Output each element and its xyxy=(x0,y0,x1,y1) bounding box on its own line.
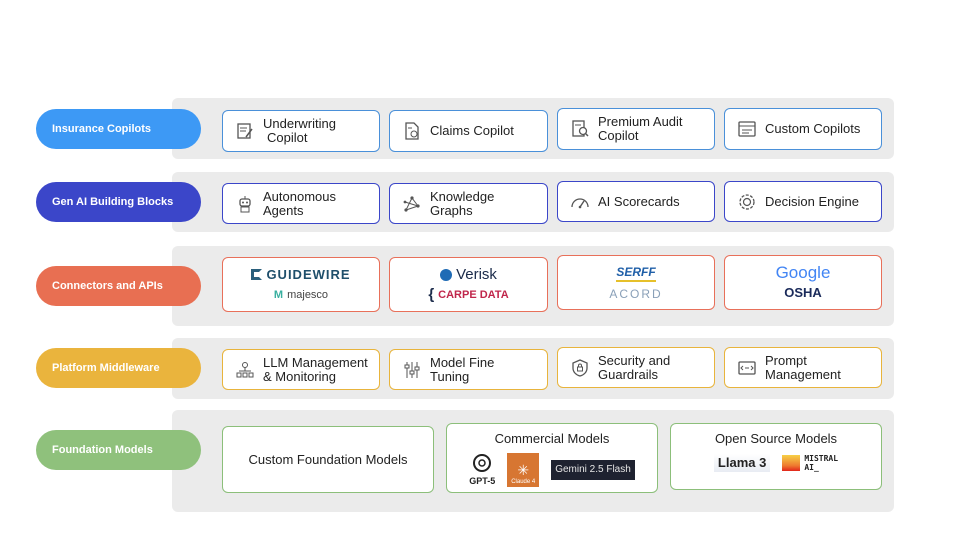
card-line: Graphs xyxy=(430,202,473,218)
carpe-data-text: CARPE DATA xyxy=(438,288,509,301)
majesco-text: majesco xyxy=(287,288,329,301)
card-custom-copilots: Custom Copilots xyxy=(724,108,882,150)
card-ai-scorecards: AI Scorecards xyxy=(557,181,715,222)
card-line: Agents xyxy=(263,202,304,218)
majesco-logo: M majesco xyxy=(274,287,328,303)
pill-connectors-apis: Connectors and APIs xyxy=(36,266,201,306)
carpe-data-logo: { CARPE DATA xyxy=(428,285,509,303)
card-line: Claims Copilot xyxy=(430,123,514,138)
card-line: Security and xyxy=(598,352,671,368)
verisk-text: Verisk xyxy=(456,265,497,283)
claude-label: Claude 4 xyxy=(511,479,536,485)
hierarchy-icon xyxy=(236,361,254,377)
pill-insurance-copilots: Insurance Copilots xyxy=(36,109,201,149)
card-line: Prompt xyxy=(765,352,807,368)
card-line: Guardrails xyxy=(598,366,658,382)
card-connectors-2: Verisk { CARPE DATA xyxy=(389,257,548,312)
claude-star-icon: ✳ xyxy=(517,462,530,478)
card-connectors-1: GUIDEWIRE M majesco xyxy=(222,257,380,312)
osha-logo: OSHA xyxy=(784,285,822,301)
card-line: Underwriting xyxy=(263,116,336,131)
gpt-label: GPT-5 xyxy=(469,476,496,486)
verisk-logo: Verisk xyxy=(440,265,497,283)
card-decision-engine: Decision Engine xyxy=(724,181,882,222)
card-line: Premium Audit xyxy=(598,114,683,129)
custom-foundation-label: Custom Foundation Models xyxy=(248,451,408,467)
shield-lock-icon xyxy=(572,358,588,377)
audit-search-icon xyxy=(572,120,589,137)
custom-panel-icon xyxy=(738,121,756,137)
gpt-logo: GPT-5 xyxy=(469,452,495,488)
gemini-logo: Gemini 2.5 Flash xyxy=(551,460,635,480)
card-line: Copilot xyxy=(267,130,308,145)
card-llm-management: LLM Management& Monitoring xyxy=(222,349,380,390)
card-claims-copilot: Claims Copilot xyxy=(389,110,548,152)
mistral-ai-text: AI_ xyxy=(804,463,819,472)
robot-icon xyxy=(239,195,251,212)
card-commercial-models: Commercial Models GPT-5 ✳ Claude 4 Gemin… xyxy=(446,423,658,493)
openai-icon xyxy=(473,454,492,472)
majesco-mark: M xyxy=(273,288,284,301)
card-line: Management xyxy=(765,366,841,382)
mistral-text: MISTRAL xyxy=(804,454,839,463)
acord-logo: ACORD xyxy=(609,286,662,302)
claims-document-icon xyxy=(405,122,419,140)
claude-logo: ✳ Claude 4 xyxy=(507,453,540,487)
mistral-m-icon xyxy=(782,455,801,471)
card-line: Custom Copilots xyxy=(765,121,861,136)
carpe-data-brace: { xyxy=(428,285,435,303)
serff-text: SERFF xyxy=(616,264,656,279)
guidewire-mark xyxy=(251,269,263,280)
card-line: Autonomous xyxy=(263,188,336,204)
card-custom-foundation-models: Custom Foundation Models xyxy=(222,426,434,493)
commercial-models-title: Commercial Models xyxy=(494,431,610,446)
card-line: Tuning xyxy=(430,368,470,384)
osha-text: OSHA xyxy=(784,284,822,300)
google-logo: Google xyxy=(775,262,831,282)
google-text: Google xyxy=(775,262,831,282)
card-line: Decision Engine xyxy=(765,193,859,209)
sliders-icon xyxy=(404,361,420,378)
card-connectors-4: Google OSHA xyxy=(724,255,882,310)
acord-text: ACORD xyxy=(609,286,663,301)
card-open-source-models: Open Source Models Llama 3 MISTRAL AI_ xyxy=(670,423,882,490)
gauge-icon xyxy=(571,197,589,208)
graph-network-icon xyxy=(403,195,420,212)
mistral-wordmark: MISTRAL AI_ xyxy=(804,454,838,472)
card-line: Knowledge xyxy=(430,188,495,204)
document-pen-icon xyxy=(237,123,253,139)
card-line: AI Scorecards xyxy=(598,193,680,209)
card-line: & Monitoring xyxy=(263,368,336,384)
card-line: Model Fine xyxy=(430,354,495,370)
open-source-models-title: Open Source Models xyxy=(714,431,838,446)
gemini-label: Gemini 2.5 Flash xyxy=(555,464,631,475)
pill-platform-middleware: Platform Middleware xyxy=(36,348,201,388)
open-source-logos: Llama 3 MISTRAL AI_ xyxy=(671,454,881,472)
guidewire-logo: GUIDEWIRE xyxy=(251,267,350,283)
card-line: Copilot xyxy=(598,128,639,143)
llama-logo: Llama 3 xyxy=(713,454,771,472)
pill-foundation-models: Foundation Models xyxy=(36,430,201,470)
verisk-globe xyxy=(440,268,453,281)
llama-label: Llama 3 xyxy=(717,455,767,470)
serff-logo: SERFF xyxy=(616,264,656,282)
guidewire-text: GUIDEWIRE xyxy=(266,266,351,282)
commercial-logos: GPT-5 ✳ Claude 4 Gemini 2.5 Flash xyxy=(447,452,657,488)
mistral-logo: MISTRAL AI_ xyxy=(782,454,838,472)
card-line: LLM Management xyxy=(263,354,368,370)
gear-brain-icon xyxy=(739,193,755,210)
card-connectors-3: SERFF ACORD xyxy=(557,255,715,310)
pill-gen-ai-building-blocks: Gen AI Building Blocks xyxy=(36,182,201,222)
prompt-window-icon xyxy=(738,360,756,375)
